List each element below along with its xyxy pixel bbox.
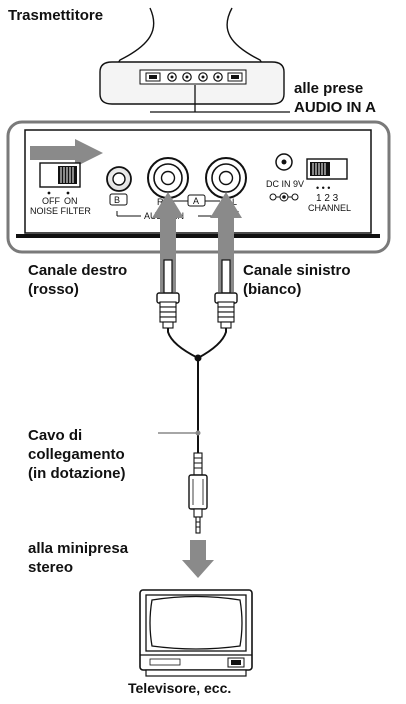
left-channel-label: Canale sinistro (bianco)	[243, 262, 351, 298]
channel-switch[interactable]	[306, 158, 348, 180]
tv-arrow	[182, 540, 214, 578]
television	[139, 589, 253, 677]
tv-label: Televisore, ecc.	[128, 680, 232, 696]
right-rca-plug	[156, 259, 180, 329]
dc-in-label: DC IN 9V	[266, 179, 304, 189]
insert-arrow	[30, 139, 103, 167]
noise-filter-switch[interactable]	[39, 162, 81, 188]
transmitter-unit	[99, 7, 285, 105]
channel-label: CHANNEL	[308, 203, 351, 213]
audio-in-a-jacks-label: alle prese AUDIO IN A	[294, 80, 376, 116]
right-plug-arrow	[152, 192, 184, 292]
minijack-label: alla minipresa stereo	[28, 540, 129, 576]
audio-in-a-right-jack	[147, 157, 189, 199]
audio-in-a-left-jack	[205, 157, 247, 199]
switch-off-label: OFF	[42, 196, 60, 206]
audio-in-b-jack	[106, 166, 132, 192]
jack-b-label: B	[114, 195, 120, 205]
right-channel-label: Canale destro (rosso)	[28, 262, 128, 298]
dc-in-jack	[275, 153, 293, 171]
channel-dots: • • •	[316, 183, 330, 193]
jack-l-label: L	[232, 197, 237, 207]
jack-r-label: R	[157, 197, 164, 207]
channel-numbers: 1 2 3	[316, 193, 339, 204]
noise-filter-label: NOISE FILTER	[30, 206, 91, 216]
stereo-mini-plug	[188, 452, 208, 534]
transmitter-label: Trasmettitore	[8, 7, 104, 24]
polarity-icon	[269, 192, 299, 202]
cable-junction	[194, 354, 202, 362]
left-rca-plug	[214, 259, 238, 329]
cable-label: Cavo di collegamento (in dotazione)	[28, 427, 126, 482]
jack-a-label: A	[193, 196, 199, 206]
left-plug-arrow	[210, 192, 242, 292]
connecting-cable	[167, 328, 227, 455]
switch-on-label: ON	[64, 196, 78, 206]
